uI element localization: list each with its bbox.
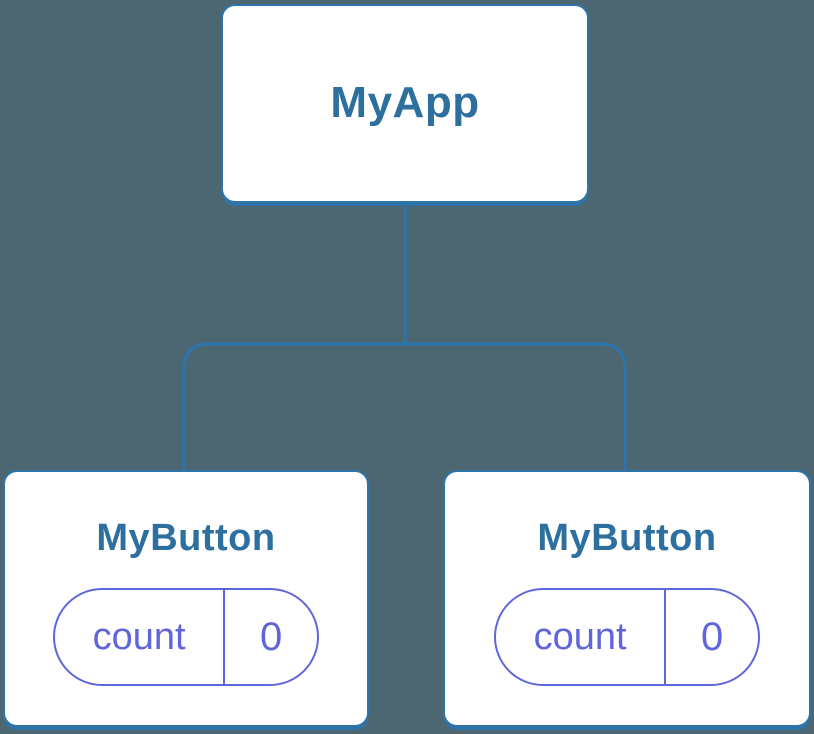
state-value-right: 0 [664, 589, 758, 684]
state-key-right: count [533, 615, 627, 658]
tree-node-mybutton-right: MyButton count 0 [443, 470, 811, 727]
node-label-myapp: MyApp [330, 78, 480, 128]
node-label-mybutton-left: MyButton [96, 517, 276, 559]
state-value-left: 0 [223, 589, 317, 684]
connector-branch [182, 342, 627, 470]
state-pill-left: count 0 [53, 587, 319, 686]
state-key-left: count [92, 615, 186, 658]
node-label-mybutton-right: MyButton [537, 517, 717, 559]
tree-node-mybutton-left: MyButton count 0 [3, 470, 369, 727]
state-pill-right: count 0 [494, 587, 760, 686]
tree-node-myapp: MyApp [221, 4, 589, 203]
